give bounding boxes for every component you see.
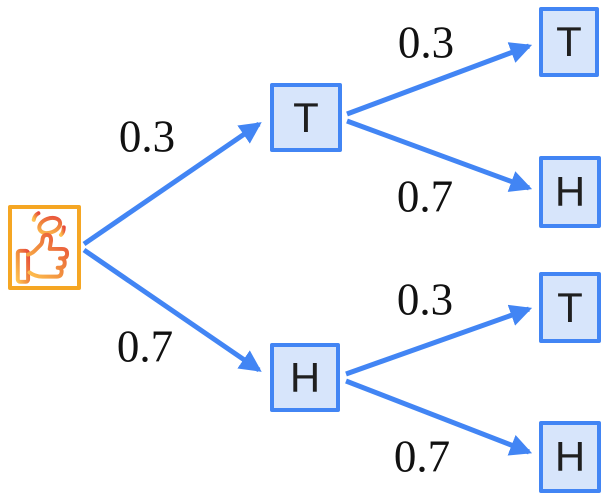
node-label: H (289, 353, 321, 401)
coin-spin-mark-icon (58, 224, 66, 237)
edge-T-to-T (346, 42, 533, 117)
node-tails-level1: T (270, 83, 342, 152)
edge-root-to-T (82, 121, 262, 247)
probability-label-T-T: 0.3 (397, 17, 455, 68)
node-label: H (554, 168, 586, 215)
node-tails-after-heads: T (539, 272, 601, 343)
root-node (8, 205, 81, 290)
edge-H-to-T (345, 304, 533, 377)
hand-cuff-icon (15, 248, 30, 284)
node-heads-level1: H (270, 343, 340, 412)
probability-label-root-T: 0.3 (118, 111, 176, 162)
node-label: T (293, 93, 319, 141)
coin-icon (36, 215, 62, 235)
edge-root-to-H (82, 247, 262, 373)
edge-T-to-H (346, 118, 533, 192)
edge-H-to-H (345, 378, 533, 456)
coin-flip-hand-icon (15, 210, 69, 284)
probability-label-H-T: 0.3 (396, 274, 454, 325)
node-heads-after-tails: H (539, 156, 601, 228)
probability-label-root-H: 0.7 (116, 321, 174, 372)
thumb-up-hand-icon (25, 232, 69, 279)
node-heads-after-heads: H (539, 421, 601, 493)
node-label: T (556, 18, 582, 65)
node-tails-after-tails: T (539, 7, 599, 77)
node-label: T (557, 283, 583, 331)
probability-label-H-H: 0.7 (393, 431, 451, 482)
coin-spin-mark-icon (31, 210, 40, 222)
probability-label-T-H: 0.7 (396, 171, 454, 222)
node-label: H (554, 433, 586, 480)
